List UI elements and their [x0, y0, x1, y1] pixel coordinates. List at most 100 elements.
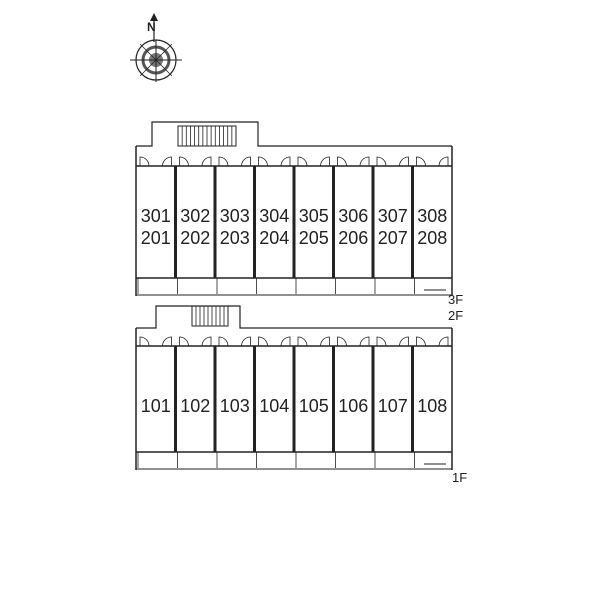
- door-swing: [297, 156, 308, 167]
- door-swing: [376, 156, 387, 167]
- door-swing: [399, 336, 409, 347]
- upper-building-block: 3012013022023032033042043052053062063072…: [135, 121, 463, 323]
- unit-number-label: 208: [417, 228, 447, 248]
- unit-number-label: 203: [220, 228, 250, 248]
- unit-partition-wall: [411, 166, 414, 278]
- unit-number-label: 306: [338, 206, 368, 226]
- floor-label-2f: 2F: [448, 308, 463, 323]
- unit-cell: 107: [371, 336, 409, 468]
- door-swing: [241, 156, 251, 167]
- door-swing: [280, 336, 291, 347]
- door-swing: [416, 156, 426, 167]
- unit-partition-wall: [411, 346, 414, 452]
- upper-staircase: [177, 125, 237, 147]
- unit-number-label: 308: [417, 206, 447, 226]
- unit-number-label: 107: [378, 396, 408, 416]
- unit-cell: 101: [137, 336, 172, 468]
- compass-rose-icon: N: [130, 13, 182, 82]
- unit-partition-wall: [213, 346, 217, 452]
- door-swing: [218, 156, 229, 167]
- unit-number-label: 104: [259, 396, 289, 416]
- door-swing: [438, 156, 449, 167]
- unit-number-label: 302: [180, 206, 210, 226]
- door-swing: [139, 336, 150, 347]
- lower-outline: [136, 305, 452, 329]
- unit-partition-wall: [213, 166, 217, 278]
- door-swing: [162, 336, 172, 347]
- lower-units-group: 101 102 103 104 105 106 107 108: [136, 336, 452, 468]
- door-swing: [337, 156, 347, 167]
- unit-number-label: 206: [338, 228, 368, 248]
- floor-label-1f: 1F: [452, 470, 467, 485]
- unit-partition-wall: [253, 346, 256, 452]
- unit-cell: 105: [292, 336, 330, 468]
- unit-number-label: 304: [259, 206, 289, 226]
- compass-north-label: N: [147, 20, 156, 34]
- unit-partition-wall: [174, 166, 177, 278]
- unit-number-label: 202: [180, 228, 210, 248]
- unit-number-label: 204: [259, 228, 289, 248]
- unit-number-label: 207: [378, 228, 408, 248]
- unit-number-label: 103: [220, 396, 250, 416]
- unit-partition-wall: [292, 166, 296, 278]
- unit-cell: 102: [174, 336, 212, 468]
- door-swing: [376, 336, 387, 347]
- door-swing: [359, 156, 370, 167]
- lower-building-block: 101 102 103 104 105 106 107 108 1F: [135, 305, 467, 485]
- unit-partition-wall: [174, 346, 177, 452]
- unit-number-label: 201: [141, 228, 171, 248]
- door-swing: [218, 336, 229, 347]
- stair-frame: [191, 305, 229, 327]
- door-swing: [399, 156, 409, 167]
- lower-staircase: [191, 305, 229, 327]
- unit-partition-wall: [332, 346, 335, 452]
- unit-number-label: 305: [299, 206, 329, 226]
- unit-number-label: 303: [220, 206, 250, 226]
- unit-number-label: 307: [378, 206, 408, 226]
- unit-partition-wall: [371, 166, 375, 278]
- door-swing: [179, 156, 189, 167]
- upper-outline: [136, 121, 452, 147]
- unit-partition-wall: [371, 346, 375, 452]
- unit-partition-wall: [253, 166, 256, 278]
- floor-label-3f: 3F: [448, 292, 463, 307]
- unit-cell: 104: [253, 336, 291, 468]
- door-swing: [258, 336, 268, 347]
- door-swing: [258, 156, 268, 167]
- unit-number-label: 102: [180, 396, 210, 416]
- unit-number-label: 301: [141, 206, 171, 226]
- unit-cell: 103: [213, 336, 251, 468]
- door-swing: [280, 156, 291, 167]
- door-swing: [201, 156, 212, 167]
- unit-partition-wall: [292, 346, 296, 452]
- unit-number-label: 101: [141, 396, 171, 416]
- unit-number-label: 106: [338, 396, 368, 416]
- door-swing: [320, 336, 330, 347]
- door-swing: [320, 156, 330, 167]
- compass-diag-line-2: [139, 43, 173, 77]
- unit-cell: 108: [411, 336, 449, 468]
- unit-number-label: 105: [299, 396, 329, 416]
- upper-units-group: 3012013022023032033042043052053062063072…: [136, 156, 452, 294]
- door-swing: [416, 336, 426, 347]
- compass-north-arrow: [150, 13, 158, 21]
- door-swing: [179, 336, 189, 347]
- door-swing: [438, 336, 449, 347]
- door-swing: [337, 336, 347, 347]
- unit-cell: 106: [332, 336, 370, 468]
- door-swing: [201, 336, 212, 347]
- unit-partition-wall: [332, 166, 335, 278]
- door-swing: [241, 336, 251, 347]
- unit-number-label: 108: [417, 396, 447, 416]
- door-swing: [162, 156, 172, 167]
- door-swing: [139, 156, 150, 167]
